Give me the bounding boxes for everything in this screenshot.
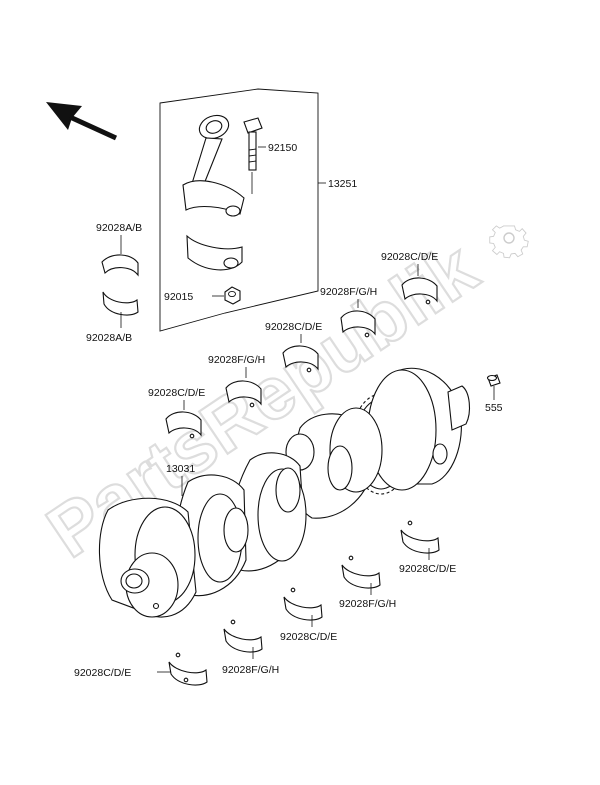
lower-bearing-shell-1 xyxy=(400,520,440,554)
label-92028cde-lower-left: 92028C/D/E xyxy=(74,667,131,679)
main-bearing-shell-4 xyxy=(225,380,262,408)
main-bearing-shell-1 xyxy=(401,277,438,305)
rod-bolt xyxy=(243,117,263,194)
lower-bearing-shell-5 xyxy=(168,652,208,686)
crankshaft xyxy=(98,367,471,618)
rod-cap xyxy=(186,234,243,271)
rod-bearing-lower xyxy=(102,291,139,316)
label-13251: 13251 xyxy=(328,178,357,190)
gear-icon xyxy=(489,225,529,259)
lower-bearing-shell-4 xyxy=(223,619,263,653)
connecting-rod xyxy=(182,114,245,217)
label-555: 555 xyxy=(485,402,503,414)
label-92028cde-lower-mid: 92028C/D/E xyxy=(280,631,337,643)
label-92028ab-lower: 92028A/B xyxy=(86,332,132,344)
label-92028ab-upper: 92028A/B xyxy=(96,222,142,234)
connecting-rod-box xyxy=(159,88,319,332)
label-92028fgh-2: 92028F/G/H xyxy=(208,354,265,366)
label-92028fgh-lower-right: 92028F/G/H xyxy=(339,598,396,610)
main-bearing-shell-5 xyxy=(165,411,202,439)
label-92028cde-3: 92028C/D/E xyxy=(148,387,205,399)
main-bearing-shell-3 xyxy=(282,345,319,373)
lower-bearing-shell-2 xyxy=(341,555,381,589)
label-92015: 92015 xyxy=(164,291,193,303)
rod-nut xyxy=(224,286,241,305)
label-92028fgh-1: 92028F/G/H xyxy=(320,286,377,298)
label-13031: 13031 xyxy=(166,463,195,475)
label-92028fgh-lower-left: 92028F/G/H xyxy=(222,664,279,676)
label-92028cde-2: 92028C/D/E xyxy=(265,321,322,333)
lower-bearing-shell-3 xyxy=(283,587,323,621)
label-92028cde-lower-right: 92028C/D/E xyxy=(399,563,456,575)
label-92150: 92150 xyxy=(268,142,297,154)
main-bearing-shell-2 xyxy=(340,310,376,338)
label-92028cde-top-right: 92028C/D/E xyxy=(381,251,438,263)
dowel-pin xyxy=(486,374,501,387)
rod-bearing-upper xyxy=(101,254,139,277)
direction-arrow-icon xyxy=(46,102,118,141)
